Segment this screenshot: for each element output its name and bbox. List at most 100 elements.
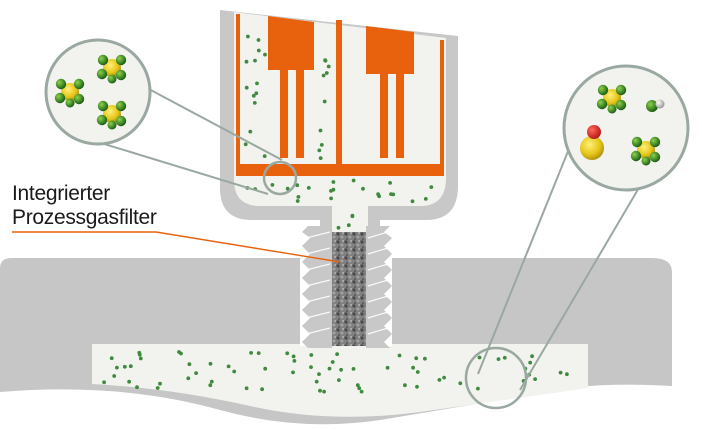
gas-particle <box>385 365 390 370</box>
gas-particle <box>138 356 143 361</box>
gas-particle <box>502 355 507 360</box>
gas-particle <box>476 386 480 391</box>
gas-particle <box>415 384 419 389</box>
right-zoom-circle <box>562 64 690 192</box>
filter-pointer-line <box>12 231 341 263</box>
gas-particle <box>458 381 463 386</box>
gas-particle <box>327 366 332 371</box>
gas-particle <box>336 225 341 230</box>
gas-particle <box>437 378 442 382</box>
gas-particle <box>285 351 290 356</box>
gas-particle <box>321 73 326 78</box>
right-zoom-callout <box>464 64 690 410</box>
gas-particle <box>314 379 319 384</box>
filter-label-line-2: Prozessgasfilter <box>12 206 157 229</box>
gas-particle <box>319 143 324 147</box>
gas-particle <box>359 389 364 394</box>
gas-particle <box>244 59 249 64</box>
gas-particle <box>411 365 415 370</box>
gas-particle <box>361 186 365 191</box>
gas-particle <box>324 71 329 75</box>
gas-particle <box>285 186 290 191</box>
gas-particle <box>256 48 261 53</box>
gas-particle <box>423 356 427 361</box>
gas-particle <box>112 374 117 378</box>
gas-particle <box>158 381 162 386</box>
gas-particle <box>244 85 249 90</box>
gas-particle <box>127 379 131 384</box>
gas-particle <box>295 183 300 188</box>
gas-particle <box>122 364 127 369</box>
housing-neck <box>332 204 368 234</box>
gas-particle <box>329 196 333 201</box>
gas-particle <box>306 186 311 190</box>
gas-particle <box>295 199 300 203</box>
gas-particle <box>317 148 322 153</box>
right-zoom-small-ring <box>464 346 528 410</box>
gas-particle <box>346 223 351 228</box>
gas-particle <box>244 386 249 391</box>
left-zoom-callout <box>44 38 298 196</box>
gas-particle <box>377 194 381 199</box>
gas-particle <box>318 156 323 161</box>
gas-particle <box>263 366 268 371</box>
gas-particle <box>477 355 482 360</box>
gas-particle <box>318 388 322 393</box>
gas-particle <box>260 387 264 392</box>
gas-particle <box>262 154 267 159</box>
gas-particle <box>226 364 231 369</box>
gas-particle <box>410 199 415 204</box>
gas-particle <box>533 377 537 381</box>
gas-particle <box>102 380 106 385</box>
gas-particle <box>388 181 392 185</box>
gas-particle <box>251 93 256 98</box>
gas-particle <box>322 389 326 394</box>
gas-particle <box>414 356 419 361</box>
gas-particle <box>326 64 331 69</box>
gas-particle <box>331 187 336 192</box>
gas-particle <box>323 58 328 63</box>
gas-particle <box>243 142 248 147</box>
gas-particle <box>187 362 192 367</box>
gas-particle <box>389 192 393 197</box>
gas-particle <box>292 359 297 363</box>
gas-particle <box>357 386 362 391</box>
gas-particle <box>248 129 253 134</box>
gas-particle <box>263 52 267 57</box>
unfiltered-gas-molecules-icon <box>580 84 665 166</box>
gas-particle <box>322 99 327 104</box>
electrode-right <box>336 20 444 176</box>
gas-particle <box>339 367 343 372</box>
gas-particle <box>155 386 160 390</box>
gas-particle <box>137 352 142 357</box>
gas-particle <box>208 383 213 388</box>
gas-particle <box>253 58 257 63</box>
gas-particle <box>442 375 446 380</box>
left-zoom-small-ring <box>262 160 298 196</box>
gas-particle <box>351 367 356 371</box>
gas-particle <box>115 365 119 370</box>
gas-particle <box>186 376 191 381</box>
gas-particle <box>350 214 355 219</box>
gas-particle <box>337 378 341 382</box>
gas-particle <box>270 183 275 187</box>
gas-particle <box>351 178 356 183</box>
gas-particle <box>429 185 434 190</box>
gas-particle <box>355 383 360 388</box>
gas-particle <box>397 353 402 358</box>
gas-particle <box>317 372 321 376</box>
gas-particle <box>331 180 336 184</box>
gas-particle <box>528 360 533 365</box>
gas-particle <box>565 372 569 377</box>
gas-particle <box>249 351 254 355</box>
gas-particle <box>530 354 534 359</box>
thread-right <box>366 226 392 348</box>
gas-particle <box>254 91 259 96</box>
gas-particle <box>232 369 237 374</box>
gas-particle <box>177 350 181 354</box>
gas-particle <box>256 38 261 42</box>
gas-particle <box>135 385 139 390</box>
filter-label-line-1: Integrierter <box>12 182 110 205</box>
gas-particles <box>102 34 569 394</box>
